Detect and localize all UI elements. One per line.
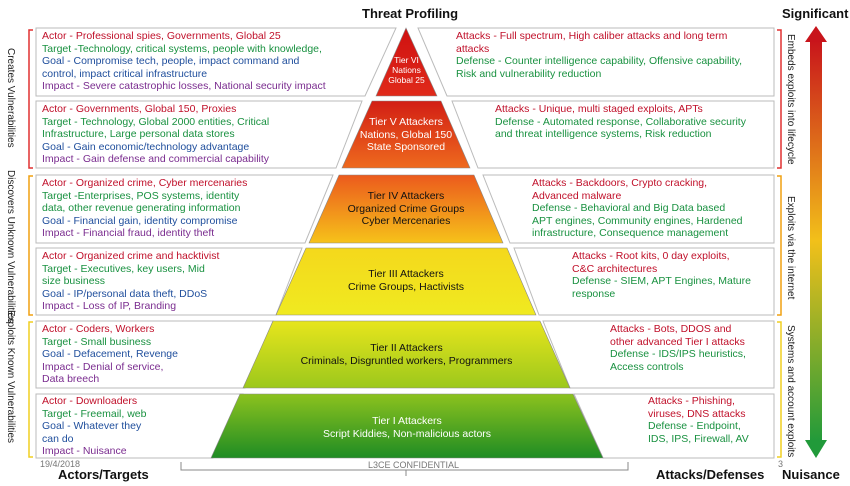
actor-row-frames <box>35 27 397 459</box>
text-line: control, impact critical infrastructure <box>42 67 208 80</box>
left-label-exploits: Exploits Known Vulnerabilities <box>5 310 16 444</box>
text-line: Defense - SIEM, APT Engines, Mature <box>572 275 751 288</box>
text-line: response <box>572 287 616 300</box>
text-line: Data breech <box>42 373 100 386</box>
text-line: other advanced Tier I attacks <box>610 335 745 348</box>
text-line: Attacks - Root kits, 0 day exploits, <box>572 250 730 262</box>
tier-i-label: Tier I Attackers Script Kiddies, Non-mal… <box>322 415 492 440</box>
tier-ii-shape <box>242 320 571 389</box>
text-line: APT engines, Community engines, Hardened <box>532 214 743 227</box>
right-label-embeds: Embeds exploits into lifecycle <box>785 34 796 165</box>
tier-vi-label: Tier VI Nations Global 25 <box>388 55 425 85</box>
text-line: Attacks - Full spectrum, High caliber at… <box>456 30 728 42</box>
significant-label: Significant <box>782 6 849 21</box>
text-line: Target - Freemail, web <box>42 407 147 420</box>
left-brackets <box>28 29 33 458</box>
text-line: Goal - Gain economic/technology advantag… <box>42 140 250 153</box>
text-line: Target - Technology, Global 2000 entitie… <box>42 115 270 128</box>
tier-iii-label: Tier III Attackers Crime Groups, Hactivi… <box>347 268 465 293</box>
right-label-systems: Systems and account exploits <box>785 325 796 458</box>
text-line: Defense - IDS/IPS heuristics, <box>610 348 746 361</box>
diagram-title: Threat Profiling <box>362 6 459 21</box>
text-line: Target -Enterprises, POS systems, identi… <box>42 189 240 202</box>
text-line: Defense - Endpoint, <box>648 420 741 433</box>
nuisance-label: Nuisance <box>782 467 840 482</box>
left-label-creates: Creates Vulnerabilities <box>5 48 16 148</box>
tier-iv-label: Tier IV Attackers Organized Crime Groups… <box>347 190 465 227</box>
actor-box-tier-iv: Actor - Organized crime, Cyber mercenari… <box>42 177 247 240</box>
text-line: Impact - Loss of IP, Branding <box>42 300 177 313</box>
footer-page-number: 3 <box>778 459 784 469</box>
text-line: Defense - Automated response, Collaborat… <box>495 115 746 128</box>
text-line: and threat intelligence systems, Risk re… <box>495 128 712 141</box>
tier-v-shape <box>341 100 471 169</box>
footer-confidential: L3CE CONFIDENTIAL <box>368 460 460 470</box>
text-line: Impact - Severe catastrophic losses, Nat… <box>42 80 326 93</box>
text-line: Impact - Financial fraud, identity theft <box>42 227 215 240</box>
text-line: Attacks - Unique, multi staged exploits,… <box>495 103 703 115</box>
right-brackets <box>777 29 782 458</box>
attack-row-frames <box>417 27 775 459</box>
text-line: Impact - Nuisance <box>42 445 127 458</box>
tier-v-label: Tier V Attackers Nations, Global 150 Sta… <box>359 116 453 153</box>
text-line: Target -Technology, critical systems, pe… <box>42 42 322 55</box>
actor-box-tier-vi: Actor - Professional spies, Governments,… <box>42 30 326 93</box>
attack-box-tier-vi: Attacks - Full spectrum, High caliber at… <box>456 30 742 80</box>
text-line: Target - Executives, key users, Mid <box>42 262 205 275</box>
text-line: Goal - Financial gain, identity compromi… <box>42 214 238 227</box>
text-line: Actor - Organized crime, Cyber mercenari… <box>42 177 248 189</box>
text-line: Attacks - Bots, DDOS and <box>610 323 732 335</box>
tier-vi-shape <box>375 27 438 97</box>
text-line: Advanced malware <box>532 189 622 202</box>
text-line: Goal - Defacement, Revenge <box>42 348 178 361</box>
text-line: attacks <box>456 42 490 55</box>
bottom-brace <box>180 462 629 476</box>
text-line: Actor - Coders, Workers <box>42 323 155 335</box>
text-line: Actor - Organized crime and hacktivist <box>42 250 220 262</box>
actor-box-tier-v: Actor - Governments, Global 150, Proxies… <box>42 103 269 166</box>
text-line: Goal - IP/personal data theft, DDoS <box>42 287 208 300</box>
text-line: IDS, IPS, Firewall, AV <box>648 432 749 445</box>
text-line: viruses, DNS attacks <box>648 407 746 420</box>
text-line: Impact - Denial of service, <box>42 360 164 373</box>
text-line: Access controls <box>610 360 684 373</box>
text-line: Goal - Whatever they <box>42 420 142 433</box>
text-line: Actor - Downloaders <box>42 395 138 407</box>
text-line: Defense - Behavioral and Big Data based <box>532 202 726 215</box>
footer-date: 19/4/2018 <box>40 459 81 469</box>
text-line: Actor - Governments, Global 150, Proxies <box>42 103 237 115</box>
text-line: infrastructure, Consequence management <box>532 227 729 240</box>
text-line: C&C architectures <box>572 262 658 275</box>
text-line: data, other revenue generating informati… <box>42 202 241 215</box>
text-line: Infrastructure, Large personal data stor… <box>42 128 235 141</box>
text-line: Target - Small business <box>42 335 152 348</box>
attacks-defenses-label: Attacks/Defenses <box>656 467 765 482</box>
tier-ii-label: Tier II Attackers Criminals, Disgruntled… <box>300 342 513 367</box>
attack-box-tier-iii: Attacks - Root kits, 0 day exploits,C&C … <box>572 250 751 300</box>
text-line: Attacks - Phishing, <box>648 395 735 407</box>
tier-iv-shape <box>308 174 504 244</box>
text-line: Defense - Counter intelligence capabilit… <box>456 55 742 68</box>
text-line: Risk and vulnerability reduction <box>456 67 602 80</box>
text-line: size business <box>42 275 106 288</box>
text-line: Goal - Compromise tech, people, impact c… <box>42 55 300 68</box>
text-line: can do <box>42 432 74 445</box>
attack-box-tier-v: Attacks - Unique, multi staged exploits,… <box>495 103 746 141</box>
tier-i-shape <box>210 393 604 459</box>
attack-box-tier-iv: Attacks - Backdoors, Crypto cracking,Adv… <box>532 177 743 240</box>
right-label-internet: Exploits via the internet <box>785 196 796 300</box>
severity-arrow <box>805 26 827 458</box>
text-line: Impact - Gain defense and commercial cap… <box>42 153 270 166</box>
text-line: Actor - Professional spies, Governments,… <box>42 30 281 42</box>
left-label-discovers: Discovers Unknown Vulnerabilities <box>5 170 16 324</box>
tier-iii-shape <box>275 247 537 316</box>
actors-targets-label: Actors/Targets <box>58 467 149 482</box>
text-line: Attacks - Backdoors, Crypto cracking, <box>532 177 708 189</box>
